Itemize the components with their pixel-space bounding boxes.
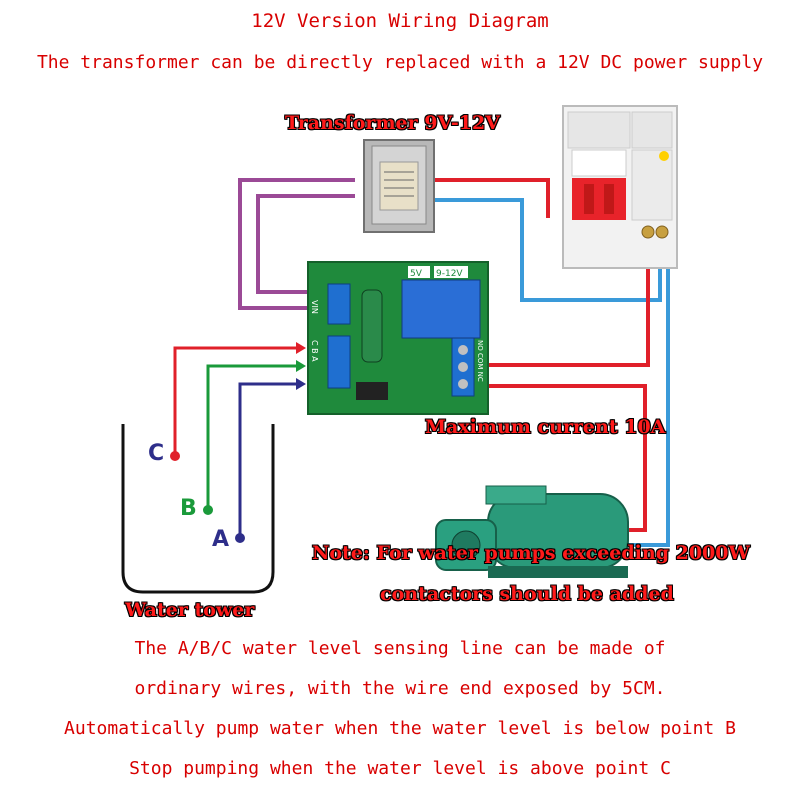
sensor-wire-a [238,382,296,538]
sensor-label-a: A [212,527,230,552]
arrow-a [296,378,306,390]
circuit-breaker [562,105,678,269]
board-no-com-nc-label: NO COM NC [476,340,484,382]
sensor-label-c: C [148,441,165,466]
note-stop-pump: Stop pumping when the water level is abo… [129,758,671,779]
arrow-c [296,342,306,354]
diagram-subtitle: The transformer can be directly replaced… [36,52,764,73]
blue-wire-pump [628,232,670,547]
pump-note-line2: contactors should be added [380,583,674,605]
note-wire-end: ordinary wires, with the wire end expose… [134,678,666,699]
transformer-label: Transformer 9V-12V [285,112,500,134]
sensor-tip-c [170,451,180,461]
red-wire-pump [472,384,647,532]
board-vin-label: VIN [310,300,319,314]
water-tower-outline [121,424,275,594]
pump-note-line1: Note: For water pumps exceeding 2000W [312,542,750,564]
note-sensing-line: The A/B/C water level sensing line can b… [134,638,666,659]
note-auto-pump: Automatically pump water when the water … [64,718,736,739]
board-5v-label: 5V [410,269,423,279]
arrow-b [296,360,306,372]
transformer [363,139,435,233]
sensor-tip-b [203,505,213,515]
water-tower-label: Water tower [125,599,255,621]
sensor-label-b: B [180,496,197,521]
max-current-label: Maximum current 10A [425,416,666,438]
sensor-tip-a [235,533,245,543]
purple-wire-inner [256,194,355,294]
relay-board [307,261,489,415]
sensor-wire-b [206,364,296,510]
water-pump [435,485,629,578]
purple-wire-outer [238,178,355,310]
board-cba-label: C B A [310,340,319,362]
red-wire-breaker-com [472,232,650,367]
red-wire-transformer [430,178,550,218]
sensor-wire-c [173,346,296,456]
board-912v-label: 9-12V [436,269,463,279]
blue-wire-transformer [430,198,662,302]
diagram-title: 12V Version Wiring Diagram [251,10,549,32]
